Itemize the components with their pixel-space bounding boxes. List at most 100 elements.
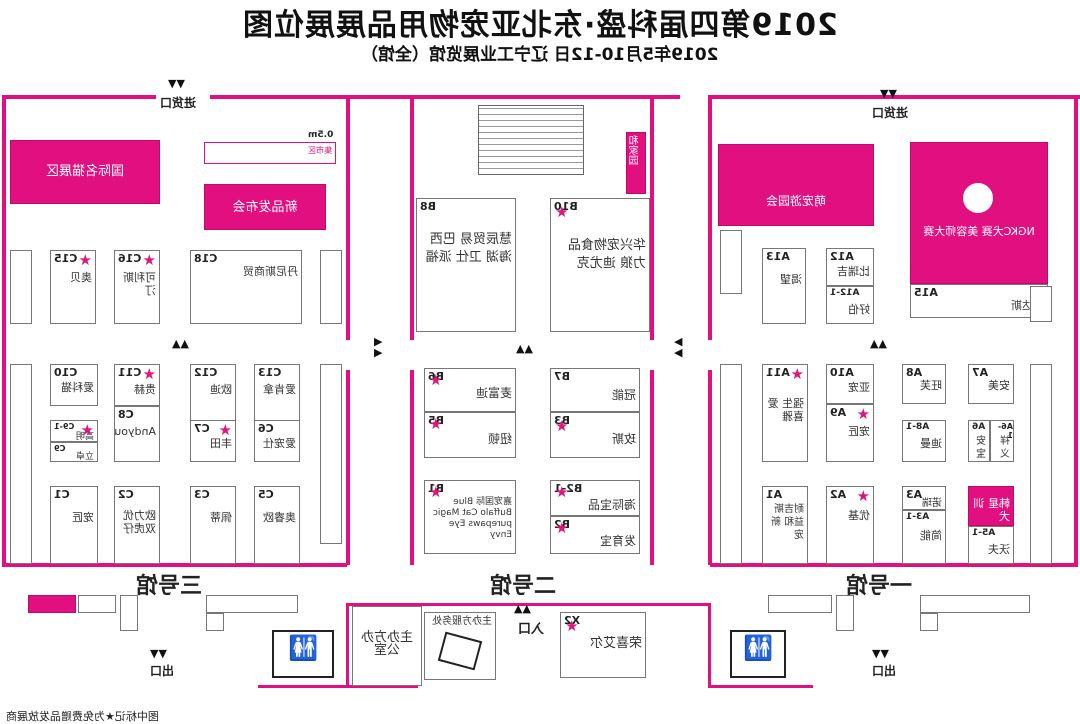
booth-C16[interactable]: C16★可利斯汀 — [114, 250, 160, 324]
small-stall-column[interactable] — [720, 230, 742, 294]
wall — [346, 370, 350, 565]
hall-3-label: 三号馆 — [136, 574, 203, 599]
small-stall[interactable] — [206, 613, 224, 631]
small-stall-column[interactable] — [1030, 364, 1052, 564]
restroom-right[interactable]: 🚻 — [730, 630, 786, 678]
booth-A5[interactable]: 韩星 训犬 — [968, 486, 1014, 526]
small-stall[interactable] — [206, 595, 298, 613]
small-stall-column[interactable] — [320, 250, 342, 324]
small-stall[interactable] — [78, 595, 116, 613]
market-area[interactable]: 集市区 — [204, 142, 336, 164]
booth-X2[interactable]: X2★荣喜艾尔 — [560, 612, 646, 678]
booth-C7[interactable]: C7★丰田 — [190, 420, 236, 462]
goods-in-gate-left[interactable]: 进货口 — [160, 96, 197, 110]
wall — [710, 563, 1078, 567]
imported-cat-zone[interactable]: 国际名猫展区 — [10, 140, 160, 204]
wall — [708, 603, 711, 688]
wall — [708, 685, 813, 688]
booth-B2[interactable]: B2★发育宝 — [550, 516, 640, 554]
small-stall-column[interactable] — [320, 364, 342, 544]
small-stall-column[interactable] — [720, 364, 742, 564]
restroom-icon: 🚻 — [288, 634, 318, 662]
wall — [346, 95, 350, 340]
wall — [650, 370, 654, 565]
up-arrow-icon: ▲▲ — [514, 602, 531, 615]
organizer-office[interactable]: 主办方办公室 — [352, 606, 422, 686]
wall — [346, 603, 349, 688]
ngkc-dog-show[interactable]: NGKC犬赛 美容师大赛 — [910, 142, 1048, 284]
new-product-launch[interactable]: 新品发布会 — [204, 184, 326, 230]
wall — [2, 563, 347, 567]
booth-A2[interactable]: A2★优基 — [826, 486, 874, 564]
he-jia-yuan[interactable]: 和家园 — [626, 132, 646, 194]
left-arrow-icon: ◀◀ — [674, 335, 683, 359]
entrance[interactable]: 入口 — [518, 622, 545, 637]
booth-B5[interactable]: B5★纽顿 — [424, 412, 516, 458]
booth-C11[interactable]: C11★贵赫 — [114, 364, 160, 406]
exit-right[interactable]: 出口 — [872, 664, 897, 678]
booth-A9[interactable]: A9★宠匠 — [826, 404, 874, 462]
restroom-left[interactable]: 🚻 — [272, 630, 334, 678]
small-stall[interactable] — [836, 595, 854, 631]
booth-A11[interactable]: A11★强生 爱喜雅 — [762, 364, 808, 462]
booth-B6[interactable]: B6★麦富迪 — [424, 368, 516, 412]
service-desk[interactable]: 主办方服务处 — [424, 612, 496, 680]
small-stall-column[interactable] — [1030, 286, 1052, 322]
small-stall[interactable] — [28, 595, 76, 613]
booth-B3[interactable]: B3★玫斯 — [550, 412, 640, 458]
small-stall[interactable] — [120, 595, 138, 631]
booth-C9-1[interactable]: C9-1★高明 — [50, 420, 98, 442]
service-icon — [437, 631, 483, 671]
down-arrow-icon: ▼▼ — [880, 87, 897, 100]
wall — [346, 603, 710, 606]
small-stall-column[interactable] — [10, 250, 32, 324]
page-title: 2019第四届科盛·东北亚宠物用品展展位图 — [242, 8, 838, 43]
booth-C15[interactable]: C15★奥贝 — [50, 250, 96, 324]
wall — [708, 95, 1080, 99]
booth-B2-1[interactable]: B2-1★海际宝品 — [550, 480, 640, 516]
booth-B1[interactable]: B1★嘉宠国际 Blue Buffalo Cat Magic purepaws … — [424, 480, 516, 554]
small-stall[interactable] — [920, 613, 938, 631]
down-arrow-icon: ▼▼ — [168, 77, 185, 90]
small-stall-column[interactable] — [10, 364, 32, 564]
wall — [210, 95, 680, 99]
cute-pet-garden[interactable]: 萌宠游园会 — [718, 144, 874, 226]
exit-left[interactable]: 出口 — [150, 664, 175, 678]
wall — [2, 95, 6, 565]
wall — [708, 370, 712, 565]
small-stall[interactable] — [920, 595, 1030, 613]
up-arrow-icon: ▲▲ — [516, 342, 533, 355]
staircase — [478, 105, 584, 175]
market-size: 0.5m — [308, 130, 334, 140]
small-stall[interactable] — [768, 595, 832, 613]
booth-B10[interactable]: B10★华兴宠物食品 力狼 迪尤克 — [550, 198, 650, 332]
goods-in-gate-right[interactable]: 进货口 — [872, 106, 909, 120]
legend: 图中标记★为免费赠品发放展商 — [6, 710, 159, 723]
wall — [1074, 95, 1078, 565]
